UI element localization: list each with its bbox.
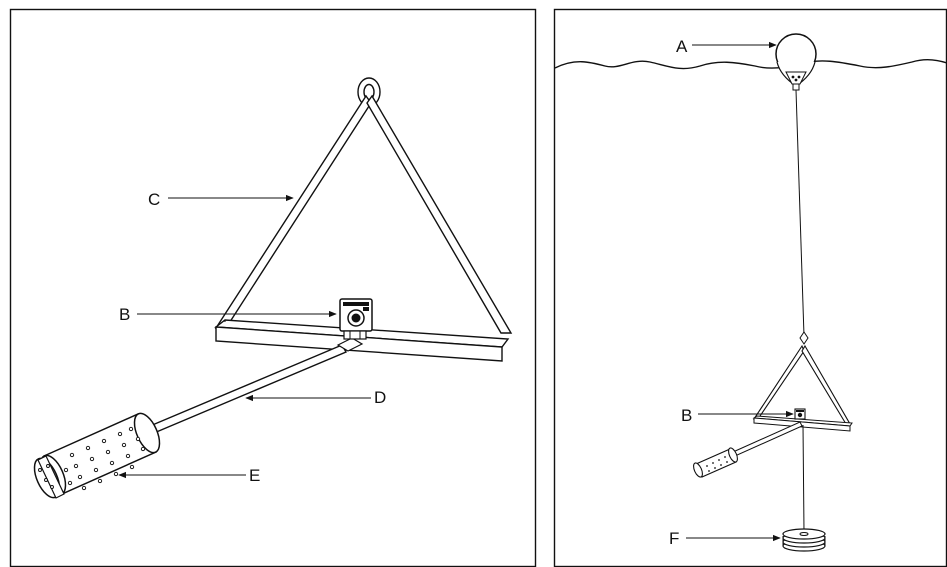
small-bait-canister — [693, 447, 738, 478]
label-d: D — [374, 388, 386, 407]
right-panel-frame — [553, 8, 947, 567]
anchor-line — [802, 424, 805, 533]
callout-b-left: B — [119, 305, 337, 324]
bait-canister — [33, 412, 161, 499]
callout-b-right: B — [681, 406, 794, 425]
callout-e: E — [118, 466, 260, 485]
label-b-left: B — [119, 305, 130, 324]
bait-rod — [149, 337, 364, 434]
callout-d: D — [245, 388, 386, 407]
small-triangle-frame — [752, 344, 853, 432]
buoy-rope — [795, 89, 805, 337]
left-panel-frame — [9, 8, 537, 567]
right-panel: A B F — [553, 8, 947, 567]
camera — [339, 298, 373, 340]
canister-holes — [38, 426, 146, 491]
small-bait-rod — [732, 421, 803, 457]
anchor-weight — [782, 528, 826, 552]
label-c: C — [148, 190, 160, 209]
callout-c: C — [148, 190, 294, 209]
buoy — [775, 33, 817, 91]
water-surface — [554, 59, 947, 70]
label-a: A — [676, 37, 688, 56]
left-panel: C B D E — [9, 8, 537, 567]
rope-connector — [799, 331, 809, 345]
label-b-right: B — [681, 406, 692, 425]
triangle-frame — [214, 94, 513, 334]
callout-f: F — [669, 529, 781, 548]
label-f: F — [669, 529, 679, 548]
callout-a: A — [676, 37, 777, 56]
label-e: E — [249, 466, 260, 485]
small-camera — [794, 408, 806, 420]
